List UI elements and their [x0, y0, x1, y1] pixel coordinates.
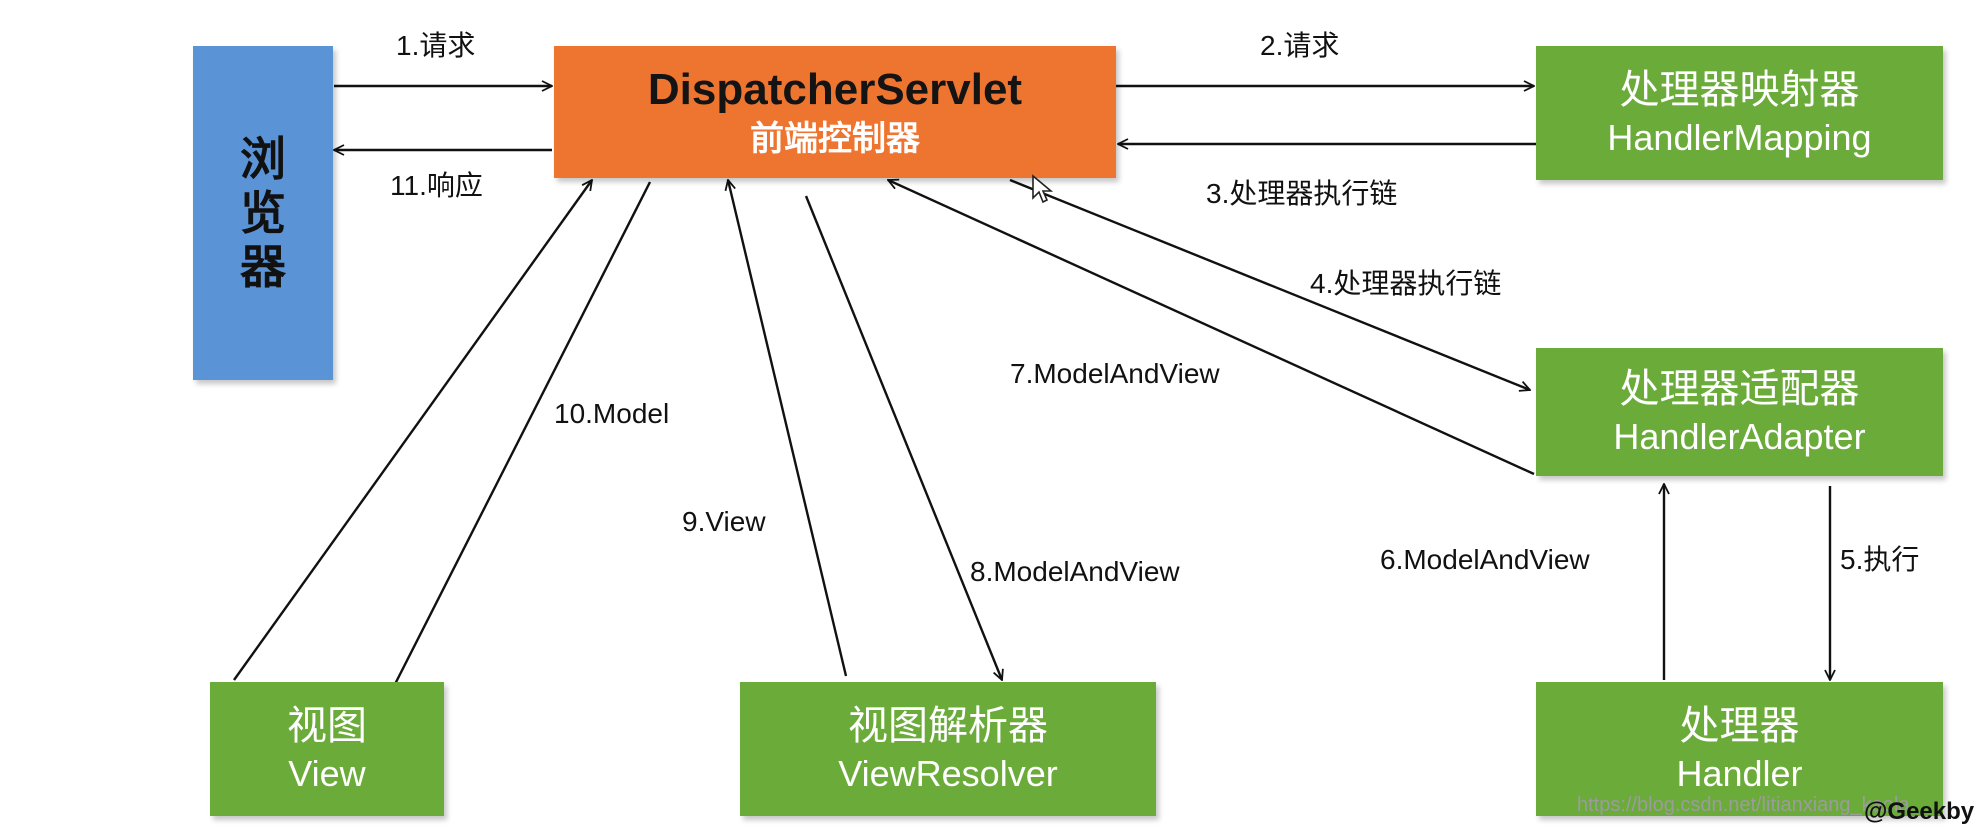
- handler-title: 处理器: [1679, 704, 1800, 749]
- browser-label: 浏览器: [240, 132, 286, 294]
- dispatcher-title: DispatcherServlet: [647, 65, 1023, 115]
- edge-label-4: 4.处理器执行链: [1310, 268, 1502, 299]
- handler-subtitle: Handler: [1676, 753, 1803, 795]
- dispatcher-servlet-node: DispatcherServlet 前端控制器: [554, 46, 1116, 178]
- view-resolver-title: 视图解析器: [848, 704, 1048, 749]
- arrow-9-view: [728, 180, 848, 677]
- edge-label-5: 5.执行: [1840, 544, 1920, 575]
- handler-adapter-title: 处理器适配器: [1619, 367, 1860, 412]
- view-title: 视图: [287, 704, 367, 749]
- edge-label-2: 2.请求: [1260, 30, 1340, 61]
- edge-label-3: 3.处理器执行链: [1206, 178, 1398, 209]
- arrow-view-to-dispatcher: [233, 180, 592, 681]
- edge-label-11: 11.响应: [390, 170, 483, 201]
- browser-node: 浏览器: [193, 46, 333, 380]
- handler-node: 处理器 Handler: [1536, 682, 1943, 816]
- view-subtitle: View: [288, 753, 366, 795]
- handler-mapping-subtitle: HandlerMapping: [1607, 117, 1872, 159]
- handler-mapping-title: 处理器映射器: [1619, 68, 1860, 113]
- edge-label-7: 7.ModelAndView: [1010, 358, 1220, 389]
- dispatcher-subtitle: 前端控制器: [750, 119, 920, 158]
- edge-label-6: 6.ModelAndView: [1380, 544, 1590, 575]
- arrow-10-model: [388, 181, 652, 694]
- edge-label-10: 10.Model: [554, 398, 670, 429]
- handler-mapping-node: 处理器映射器 HandlerMapping: [1536, 46, 1943, 180]
- handler-adapter-node: 处理器适配器 HandlerAdapter: [1536, 348, 1943, 476]
- view-node: 视图 View: [210, 682, 444, 816]
- watermark-url: https://blog.csdn.net/litianxiang_kaola: [1577, 794, 1910, 816]
- edge-label-9: 9.View: [682, 506, 766, 537]
- edge-label-1: 1.请求: [396, 30, 476, 61]
- arrow-8-modelandview: [804, 195, 1002, 680]
- view-resolver-subtitle: ViewResolver: [838, 753, 1058, 795]
- mouse-cursor-icon: [1032, 174, 1053, 204]
- arrow-7-modelandview: [888, 180, 1535, 476]
- view-resolver-node: 视图解析器 ViewResolver: [740, 682, 1156, 816]
- arrow-4-execution-chain: [1009, 178, 1530, 390]
- handler-adapter-subtitle: HandlerAdapter: [1613, 416, 1866, 458]
- author-credit: @Geekby: [1864, 798, 1975, 825]
- edge-label-8: 8.ModelAndView: [970, 556, 1180, 587]
